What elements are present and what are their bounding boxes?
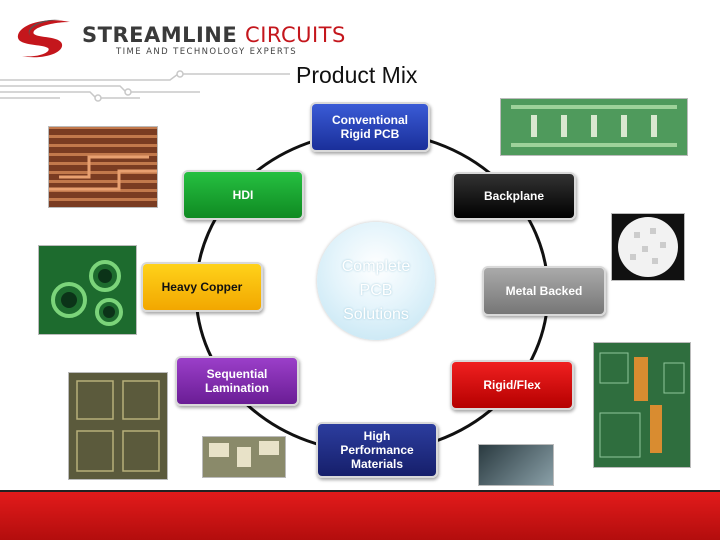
node-backplane: Backplane: [452, 172, 576, 220]
swoosh-logo-icon: [17, 19, 70, 58]
photo-sequential-lamination-board: [68, 372, 168, 480]
center-label: Complete PCB Solutions: [341, 258, 411, 323]
photo-heavy-copper-board: [38, 245, 137, 335]
photo-conventional-pcb-traces: [48, 126, 158, 208]
node-high-performance-materials: High Performance Materials: [316, 422, 438, 478]
footer-bar: [0, 492, 720, 540]
page-title: Product Mix: [296, 62, 418, 88]
photo-rigid-flex-board: [593, 342, 691, 468]
center-bubble: [317, 222, 435, 340]
circuit-trace-decoration: [0, 70, 290, 102]
node-conventional-rigid-pcb: Conventional Rigid PCB: [310, 102, 430, 152]
company-logo: STREAMLINE CIRCUITS TIME AND TECHNOLOGY …: [12, 14, 345, 60]
photo-backplane-board: [500, 98, 688, 156]
brand-name-main: STREAMLINE: [82, 23, 238, 47]
node-metal-backed: Metal Backed: [482, 266, 606, 316]
photo-high-performance-materials-b: [478, 444, 554, 486]
node-sequential-lamination: Sequential Lamination: [175, 356, 299, 406]
node-hdi: HDI: [182, 170, 304, 220]
brand-tagline: TIME AND TECHNOLOGY EXPERTS: [116, 47, 298, 57]
brand-name: STREAMLINE CIRCUITS: [82, 24, 346, 46]
node-rigid-flex: Rigid/Flex: [450, 360, 574, 410]
footer-divider: [0, 490, 720, 492]
brand-name-accent: CIRCUITS: [245, 23, 346, 47]
photo-high-performance-materials-a: [202, 436, 286, 478]
node-heavy-copper: Heavy Copper: [141, 262, 263, 312]
photo-metal-backed-led-board: [611, 213, 685, 281]
